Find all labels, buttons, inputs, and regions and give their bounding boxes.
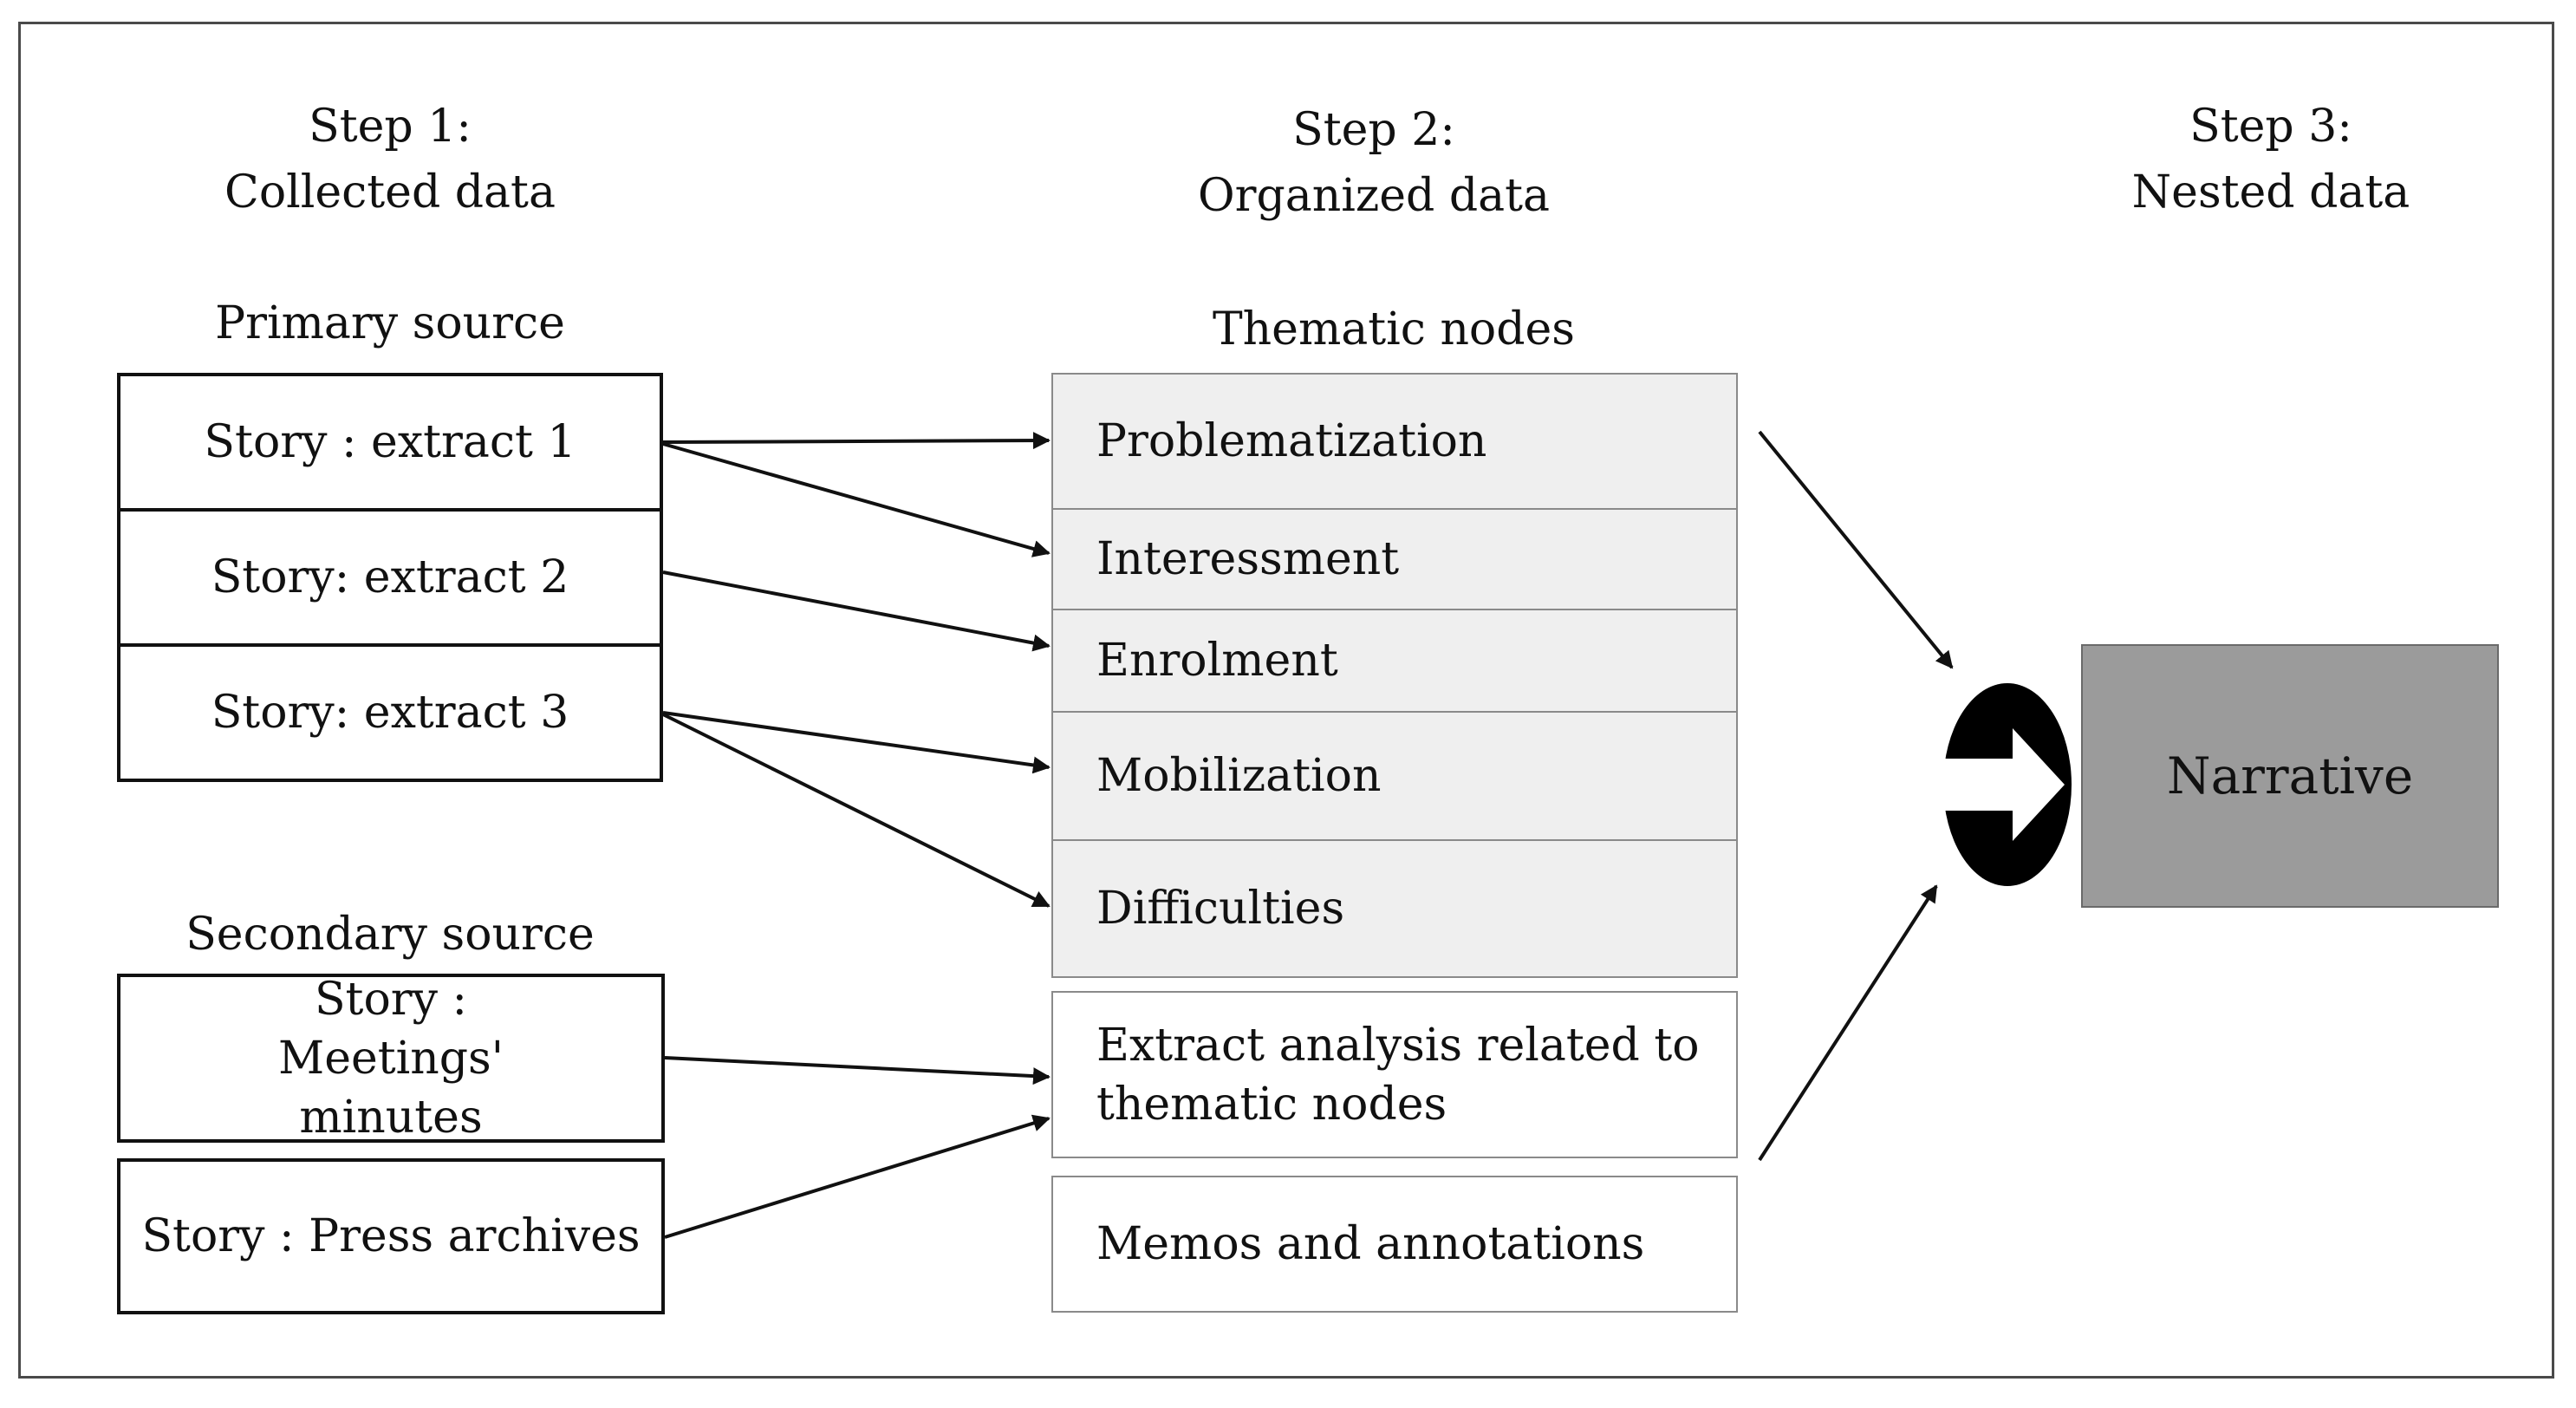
connector-arrow	[1758, 884, 1938, 1162]
step2-title: Organized data	[1197, 170, 1551, 222]
primary-source-text: Story: extract 2	[211, 551, 569, 603]
secondary-source-text: Story : Press archives	[141, 1210, 641, 1262]
diagram-frame	[18, 22, 2554, 1379]
connector-arrow	[662, 432, 1051, 450]
thematic-node-text: Problematization	[1096, 415, 1487, 467]
secondary-source-box: Story : Press archives	[117, 1158, 665, 1314]
connector-arrow	[662, 442, 1051, 557]
nesting-arrow-icon	[1942, 683, 2072, 886]
secondary-source-text: Story : Meetings' minutes	[277, 973, 504, 1144]
step1-number: Step 1:	[309, 101, 472, 153]
extract-analysis-box: Extract analysis related to thematic nod…	[1051, 991, 1738, 1158]
thematic-node: Interessment	[1051, 508, 1738, 610]
step3-header: Step 3: Nested data	[2106, 94, 2436, 225]
thematic-node: Enrolment	[1051, 609, 1738, 713]
memos-text: Memos and annotations	[1096, 1218, 1645, 1270]
thematic-node: Difficulties	[1051, 839, 1738, 978]
primary-source-text: Story : extract 1	[204, 416, 576, 468]
memos-box: Memos and annotations	[1051, 1176, 1738, 1313]
secondary-source-label: Secondary source	[185, 909, 595, 961]
thematic-node: Mobilization	[1051, 711, 1738, 841]
extract-analysis-text: Extract analysis related to thematic nod…	[1096, 1019, 1700, 1131]
primary-source-text: Story: extract 3	[211, 687, 569, 739]
connector-arrow	[662, 570, 1051, 652]
connector-arrow	[664, 1114, 1051, 1239]
step2-number: Step 2:	[1292, 104, 1455, 156]
thematic-node-text: Interessment	[1096, 533, 1400, 585]
connector-arrow	[1758, 430, 1954, 669]
secondary-source-box: Story : Meetings' minutes	[117, 974, 665, 1144]
primary-source-box: Story : extract 1	[117, 373, 663, 512]
narrative-text: Narrative	[2166, 746, 2414, 805]
step2-header: Step 2: Organized data	[1161, 97, 1586, 229]
thematic-node-text: Mobilization	[1096, 750, 1382, 802]
thematic-node-text: Enrolment	[1096, 635, 1338, 687]
primary-source-box: Story: extract 2	[117, 508, 663, 647]
thematic-node-text: Difficulties	[1096, 883, 1345, 935]
step1-header: Step 1: Collected data	[199, 94, 581, 225]
connector-arrow	[662, 711, 1051, 774]
primary-source-box: Story: extract 3	[117, 643, 663, 782]
step3-title: Nested data	[2131, 166, 2410, 218]
step3-number: Step 3:	[2189, 101, 2352, 153]
narrative-box: Narrative	[2081, 644, 2499, 908]
step1-title: Collected data	[224, 166, 556, 218]
thematic-node: Problematization	[1051, 373, 1738, 510]
connector-arrow	[662, 713, 1051, 908]
primary-source-label: Primary source	[215, 297, 565, 349]
thematic-nodes-label: Thematic nodes	[1213, 303, 1575, 355]
connector-arrow	[664, 1056, 1051, 1085]
